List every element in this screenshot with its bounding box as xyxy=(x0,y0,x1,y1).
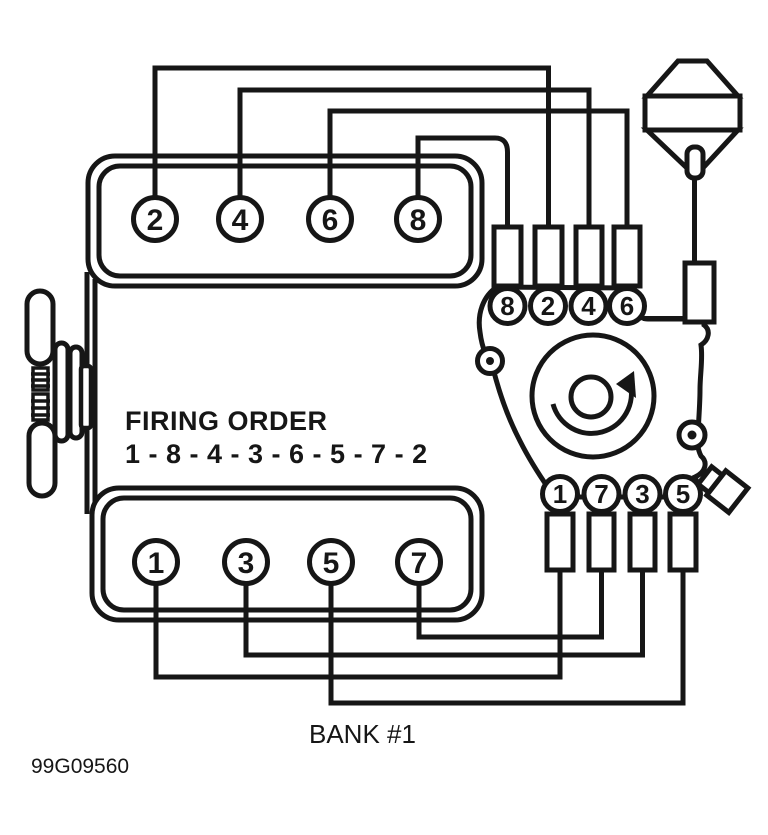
tower-terminal-7 xyxy=(586,511,617,573)
fan-blade-top xyxy=(24,288,56,367)
vacuum-pod-canister xyxy=(703,467,752,516)
wire-cylinder-1 xyxy=(153,560,563,680)
tower-terminal-4 xyxy=(573,224,605,289)
top-valve-cover xyxy=(85,153,485,289)
rotor-inner-circle xyxy=(568,374,614,420)
cylinder-label-4: 4 xyxy=(232,204,249,237)
distributor-rotor xyxy=(529,332,657,460)
wire-cylinder-4 xyxy=(237,87,592,235)
cylinder-label-2: 2 xyxy=(147,204,164,237)
cylinder-label-6: 6 xyxy=(322,204,339,237)
cylinder-circle-7 xyxy=(395,538,443,586)
wire-cylinder-2 xyxy=(152,65,551,235)
cap-towers-top xyxy=(491,224,643,289)
rotor-outer-circle xyxy=(529,332,657,460)
bottom-cover-inner xyxy=(100,495,474,613)
terminal-circle-3 xyxy=(622,474,663,514)
terminal-circle-8 xyxy=(487,286,528,326)
top-cover-inner xyxy=(96,163,474,279)
cylinder-circle-1 xyxy=(132,538,180,586)
coil-top-cap xyxy=(641,58,744,99)
spark-plug-wires xyxy=(152,65,686,706)
fan-hub xyxy=(31,366,50,422)
wire-cylinder-6 xyxy=(327,108,630,235)
cylinder-circle-8 xyxy=(394,195,442,243)
tower-terminal-3 xyxy=(627,511,658,573)
terminal-circle-6 xyxy=(607,286,647,326)
terminal-label-7: 7 xyxy=(594,479,608,509)
terminal-label-2: 2 xyxy=(541,291,555,321)
ignition-coil xyxy=(640,58,744,325)
terminal-circle-2 xyxy=(528,286,568,326)
coil-output-nipple xyxy=(684,144,706,181)
bottom-valve-cover xyxy=(89,485,485,623)
coil-tower-on-cap xyxy=(682,260,717,325)
fan-blade-bottom xyxy=(26,420,58,499)
terminal-label-1: 1 xyxy=(553,479,567,509)
cap-towers-bottom xyxy=(544,511,699,573)
pulley-mount-plate xyxy=(78,363,94,431)
cylinder-label-7: 7 xyxy=(411,547,428,580)
cooling-fan-icon xyxy=(24,288,94,499)
tower-terminal-6 xyxy=(611,224,643,289)
terminal-circle-5 xyxy=(663,474,703,514)
terminal-circle-7 xyxy=(581,474,622,514)
terminal-label-8: 8 xyxy=(500,291,514,321)
bank-1-label: BANK #1 xyxy=(309,719,416,749)
cylinder-circle-5 xyxy=(307,538,355,586)
tower-terminal-1 xyxy=(544,511,576,573)
cylinder-label-5: 5 xyxy=(323,547,340,580)
vacuum-advance-pod xyxy=(694,463,752,516)
tower-terminal-5 xyxy=(667,511,699,573)
terminal-circle-4 xyxy=(568,286,609,326)
cylinder-circle-3 xyxy=(222,538,270,586)
firing-order-sequence: 1 - 8 - 4 - 3 - 6 - 5 - 7 - 2 xyxy=(125,439,428,469)
cylinder-circle-4 xyxy=(216,195,264,243)
pulley-disc-front xyxy=(52,340,71,444)
cylinder-label-3: 3 xyxy=(238,547,255,580)
cylinder-circle-2 xyxy=(131,195,179,243)
firing-order-title: FIRING ORDER xyxy=(125,406,328,436)
cap-terminals-bottom: 1 7 3 5 xyxy=(540,474,703,514)
top-bank-cylinders: 2 4 6 8 xyxy=(131,195,442,243)
terminal-label-5: 5 xyxy=(676,479,690,509)
coil-band xyxy=(642,93,743,133)
cylinder-label-8: 8 xyxy=(410,204,427,237)
tower-terminal-8 xyxy=(491,224,524,289)
hold-down-bolt-right xyxy=(676,419,708,451)
wire-cylinder-5 xyxy=(328,560,686,706)
hold-down-bolt-left xyxy=(475,346,505,376)
distributor: 8 2 4 6 1 7 3 5 xyxy=(475,224,752,573)
wire-cylinder-7 xyxy=(416,560,604,640)
terminal-label-4: 4 xyxy=(581,291,596,321)
terminal-label-6: 6 xyxy=(620,291,634,321)
terminal-label-3: 3 xyxy=(635,479,649,509)
rotation-arrow-head xyxy=(616,371,636,398)
cylinder-circle-6 xyxy=(306,195,354,243)
cap-terminals-top: 8 2 4 6 xyxy=(487,286,647,326)
terminal-circle-1 xyxy=(540,474,580,514)
wire-cylinder-3 xyxy=(243,560,645,658)
wire-cylinder-8 xyxy=(415,135,510,235)
bottom-bank-cylinders: 1 3 5 7 xyxy=(132,538,443,586)
tower-terminal-2 xyxy=(532,224,565,289)
figure-code: 99G09560 xyxy=(31,755,130,778)
rotation-arrow-arc xyxy=(550,382,634,436)
cylinder-label-1: 1 xyxy=(148,547,165,580)
